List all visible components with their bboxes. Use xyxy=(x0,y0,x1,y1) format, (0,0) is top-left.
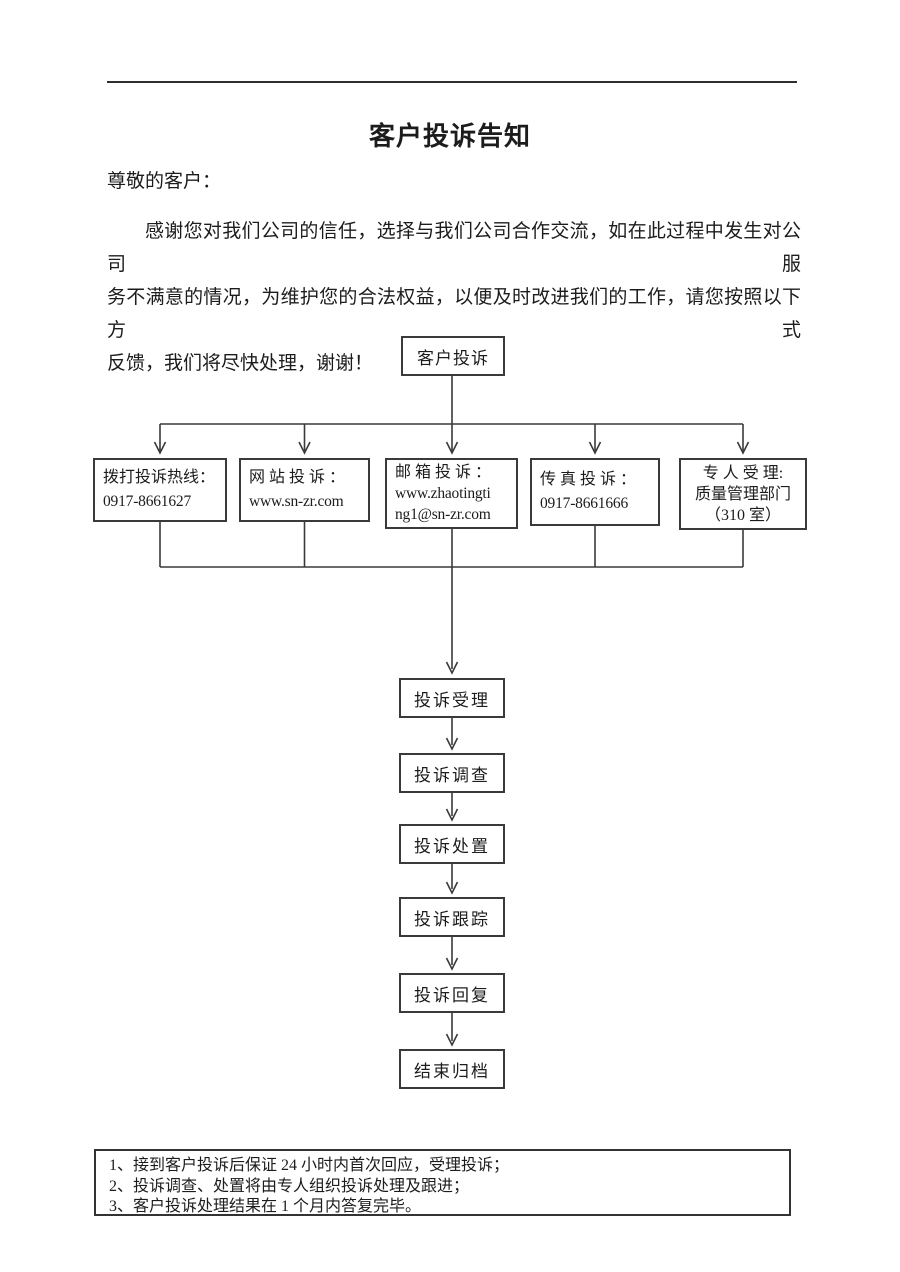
channel-line: 传 真 投 诉 ： xyxy=(540,471,637,488)
channel-line: 质量管理部门 xyxy=(694,485,791,503)
step-label: 投诉调查 xyxy=(414,765,490,785)
channel-box-website: 网 站 投 诉 ： www.sn-zr.com xyxy=(239,458,370,522)
note-item: 1、接到客户投诉后保证 24 小时内首次回应，受理投诉； xyxy=(109,1157,510,1174)
channel-line: （310 室） xyxy=(704,506,781,524)
start-box-label: 客户投诉 xyxy=(417,348,489,368)
channel-line: www.zhaotingti xyxy=(395,485,491,502)
step-box-investigation: 投诉调查 xyxy=(399,753,505,793)
channel-box-fax: 传 真 投 诉 ： 0917-8661666 xyxy=(530,458,660,526)
note-item: 3、客户投诉处理结果在 1 个月内答复完毕。 xyxy=(109,1198,422,1215)
note-item: 2、投诉调查、处置将由专人组织投诉处理及跟进； xyxy=(109,1177,470,1195)
step-box-handling: 投诉处置 xyxy=(399,824,505,864)
channel-box-hotline: 拨打投诉热线： 0917-8661627 xyxy=(93,458,227,522)
page-title: 客户投诉告知 xyxy=(368,121,531,151)
notes-box: 1、接到客户投诉后保证 24 小时内首次回应，受理投诉； 2、投诉调查、处置将由… xyxy=(94,1149,791,1216)
paragraph-line: 反馈，我们将尽快处理，谢谢！ xyxy=(107,353,374,374)
step-label: 投诉受理 xyxy=(414,690,490,710)
step-box-acceptance: 投诉受理 xyxy=(399,678,505,718)
step-label: 投诉处置 xyxy=(414,836,490,856)
paragraph-line: 感谢您对我们公司的信任，选择与我们公司合作交流，如在此过程中发生对公司服 xyxy=(107,221,801,275)
step-label: 结束归档 xyxy=(414,1061,490,1081)
salutation: 尊敬的客户： xyxy=(107,171,222,192)
step-box-tracking: 投诉跟踪 xyxy=(399,897,505,937)
channel-line: www.sn-zr.com xyxy=(249,493,344,510)
step-box-reply: 投诉回复 xyxy=(399,973,505,1013)
channel-line: 0917-8661627 xyxy=(103,493,192,510)
paragraph-line: 务不满意的情况，为维护您的合法权益，以便及时改进我们的工作，请您按照以下方式 xyxy=(107,287,801,341)
start-box-customer-complaint: 客户投诉 xyxy=(401,336,505,376)
channel-line: ng1@sn-zr.com xyxy=(395,506,491,523)
step-label: 投诉回复 xyxy=(414,985,490,1005)
header-rule xyxy=(107,81,797,83)
channel-line: 网 站 投 诉 ： xyxy=(249,469,346,486)
channel-line: 拨打投诉热线： xyxy=(103,469,216,486)
channel-line: 专 人 受 理: xyxy=(702,464,784,482)
step-box-archive: 结束归档 xyxy=(399,1049,505,1089)
channel-line: 0917-8661666 xyxy=(540,495,629,512)
channel-box-agent: 专 人 受 理: 质量管理部门 （310 室） xyxy=(679,458,807,530)
channel-box-email: 邮 箱 投 诉 ： www.zhaotingti ng1@sn-zr.com xyxy=(385,458,518,529)
channel-line: 邮 箱 投 诉 ： xyxy=(395,464,492,481)
step-label: 投诉跟踪 xyxy=(414,909,490,929)
intro-paragraph: 感谢您对我们公司的信任，选择与我们公司合作交流，如在此过程中发生对公司服 务不满… xyxy=(107,215,801,380)
